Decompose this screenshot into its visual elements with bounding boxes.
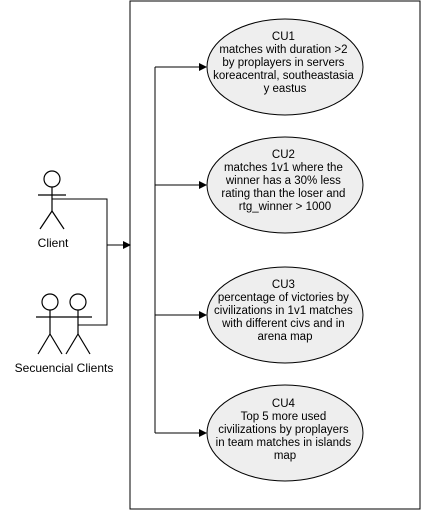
use-case-cu2-text: CU2 matches 1v1 where the winner has a 3… — [221, 149, 348, 213]
secuencial-clients-label: Secuencial Clients — [15, 361, 114, 375]
connector-lines — [52, 67, 156, 433]
use-case-arrows — [155, 63, 207, 437]
use-case-cu4-text: CU4 Top 5 more used civilizations by pro… — [216, 398, 355, 462]
client-actor — [38, 170, 66, 230]
use-case-cu3: CU3 percentage of victories by civilizat… — [206, 266, 364, 364]
client-label: Client — [38, 236, 69, 250]
use-case-cu4: CU4 Top 5 more used civilizations by pro… — [206, 384, 364, 482]
use-case-cu1: CU1 matches with duration >2 by proplaye… — [206, 18, 364, 116]
use-case-cu1-text: CU1 matches with duration >2 by proplaye… — [213, 31, 357, 95]
use-case-cu3-text: CU3 percentage of victories by civilizat… — [214, 279, 356, 343]
secuencial-clients-actor — [36, 293, 92, 355]
use-case-cu2: CU2 matches 1v1 where the winner has a 3… — [206, 136, 364, 234]
